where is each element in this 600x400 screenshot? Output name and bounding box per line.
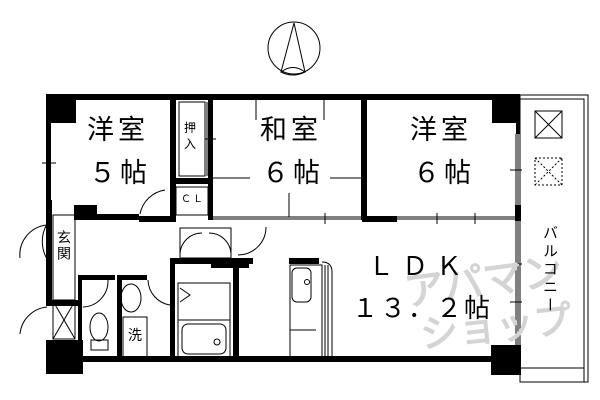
balcony <box>519 94 589 383</box>
room-japanese-size: ６帖 <box>262 158 324 189</box>
room-western2-name: 洋室 <box>410 115 472 146</box>
washer-label: 洗 <box>128 328 142 344</box>
balcony-label: バルコニー <box>541 225 559 315</box>
room-western1-name: 洋室 <box>87 115 149 146</box>
oshiire-label: 押入 <box>184 121 197 151</box>
room-western2-size: ６帖 <box>413 158 475 189</box>
room-japanese-name: 和室 <box>260 115 322 146</box>
entrance-label: 玄関 <box>55 230 71 262</box>
closet-label: ＣＬ <box>181 194 205 205</box>
room-ldk-name: ＬＤＫ <box>368 252 471 282</box>
room-ldk-size: １３．２帖 <box>352 294 493 324</box>
walls <box>46 94 521 375</box>
room-western1-size: ５帖 <box>89 158 151 189</box>
compass-icon <box>267 21 321 76</box>
